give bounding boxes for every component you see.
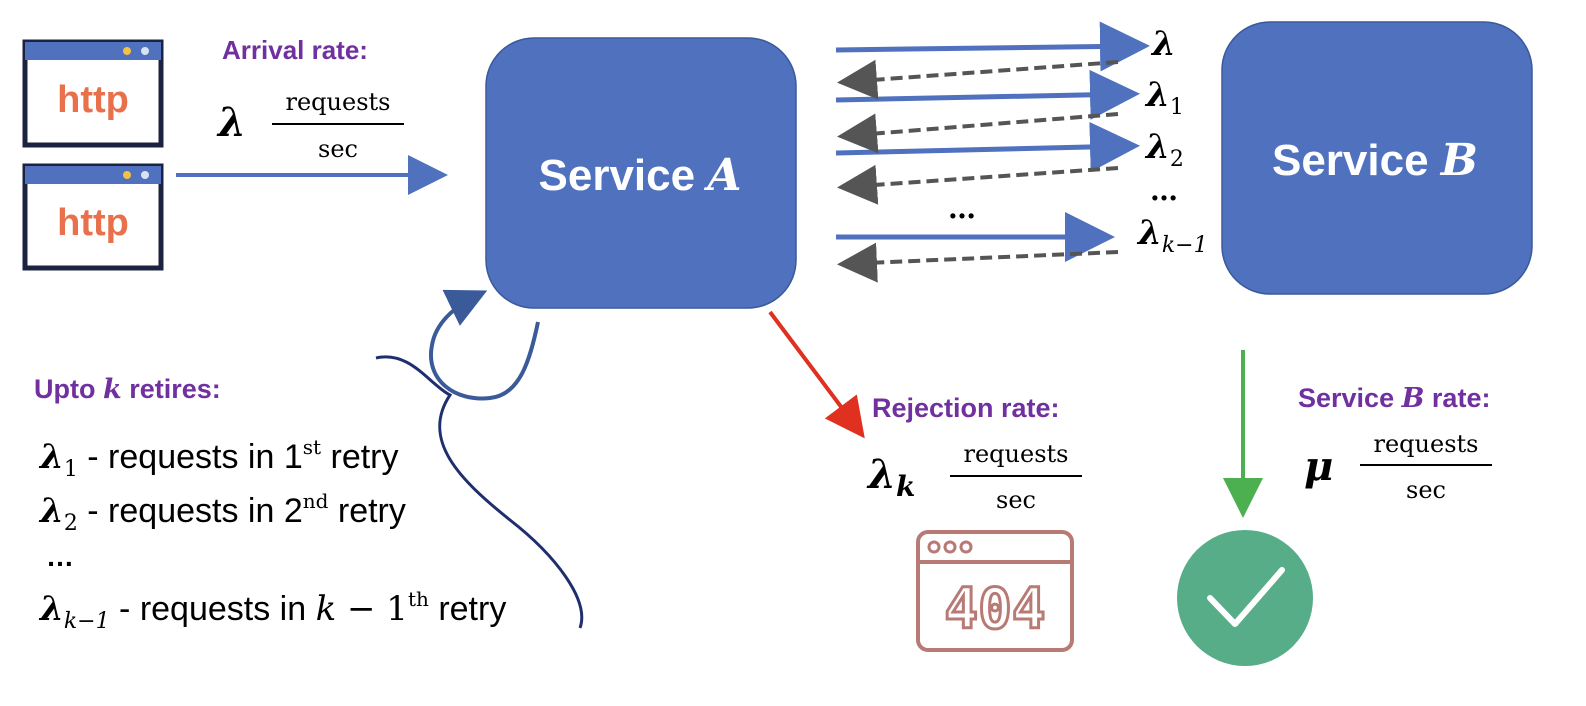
retry-brace-curve xyxy=(375,355,584,629)
rejection-lambda: λk xyxy=(866,451,915,503)
success-check-icon xyxy=(1177,530,1313,666)
retry-dots: … xyxy=(46,541,74,572)
forward-arrow xyxy=(835,21,1150,72)
flow-lambda-0: λ xyxy=(1150,24,1176,64)
service-b-mu: μ xyxy=(1304,443,1333,490)
return-arrow xyxy=(837,242,1119,283)
browser-titlebar xyxy=(25,42,161,60)
flow-lambda-1: λ1 xyxy=(1144,75,1184,120)
window-dot-icon xyxy=(123,171,131,179)
service-a-box xyxy=(485,37,797,309)
service-b-label: Service B xyxy=(1272,135,1478,186)
forward-arrow xyxy=(835,121,1140,172)
flow-lambda-k-minus-1: λk−1 xyxy=(1136,213,1208,258)
service-b-unit-den: sec xyxy=(1406,476,1446,504)
forward-arrow xyxy=(835,69,1140,120)
flow-lambda-2: λ2 xyxy=(1144,127,1184,172)
window-dot-icon xyxy=(123,47,131,55)
svg-text:λk−1 - requests in k − 1th ret: λk−1 - requests in k − 1th retry xyxy=(38,587,506,634)
return-arrow xyxy=(837,164,1119,205)
arrival-unit-num: requests xyxy=(286,88,391,116)
flow-dots-right: … xyxy=(1150,174,1178,207)
retry-line-1: λ1 - requests in 1st retry xyxy=(38,435,399,482)
svg-text:404: 404 xyxy=(944,577,1045,642)
return-arrow xyxy=(837,59,1119,100)
browser-titlebar xyxy=(25,166,161,184)
rejection-title: Rejection rate: xyxy=(872,393,1060,423)
flow-dots-mid: … xyxy=(948,192,976,225)
arrival-lambda: λ xyxy=(216,99,246,146)
http-client-2: http xyxy=(22,163,164,271)
window-dot-icon xyxy=(141,171,149,179)
error-404-icon: 404 xyxy=(916,530,1074,652)
retry-line-2: λ2 - requests in 2nd retry xyxy=(38,489,406,536)
retries-title: Upto k retires: xyxy=(34,374,221,405)
http-label: http xyxy=(57,79,129,121)
rejection-unit-den: sec xyxy=(996,486,1036,514)
http-client-1: http xyxy=(22,39,164,148)
retry-loop-arrow xyxy=(428,289,540,401)
service-b-unit-num: requests xyxy=(1374,430,1479,458)
service-b-rate-title: Service B rate: xyxy=(1298,383,1490,414)
arrival-unit-den: sec xyxy=(318,135,358,163)
http-label: http xyxy=(57,202,129,244)
service-a-label: Service A xyxy=(539,150,742,201)
svg-text:λ2 - requests in 2nd retry: λ2 - requests in 2nd retry xyxy=(38,489,406,536)
service-b-box xyxy=(1221,21,1533,295)
window-dot-icon xyxy=(141,47,149,55)
return-arrow xyxy=(837,112,1119,154)
rejection-arrow xyxy=(768,310,865,439)
arrival-rate-title: Arrival rate: xyxy=(222,35,368,65)
svg-text:λ1 - requests in 1st retry: λ1 - requests in 1st retry xyxy=(38,435,399,482)
rejection-unit-num: requests xyxy=(964,440,1069,468)
retry-line-k: λk−1 - requests in k − 1th retry xyxy=(38,587,506,634)
